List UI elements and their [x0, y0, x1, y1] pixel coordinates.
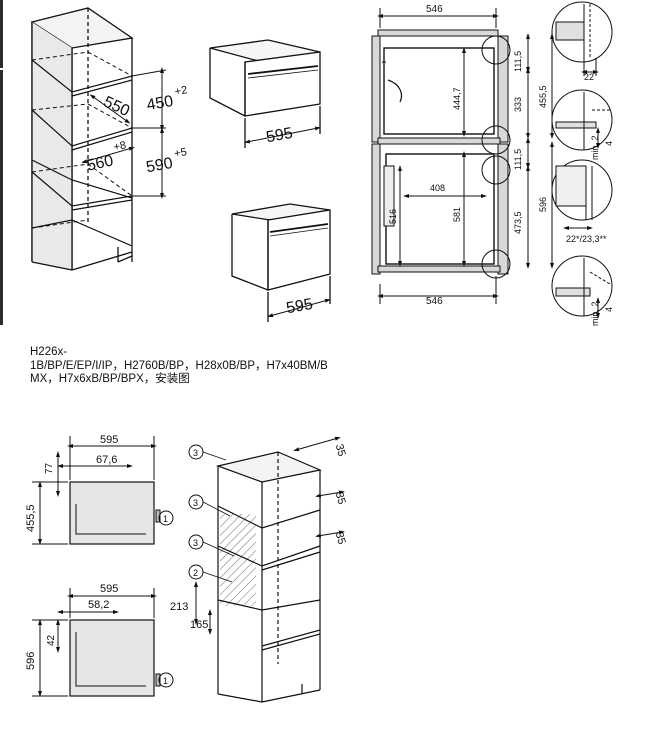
dim-550: 550 — [101, 93, 132, 120]
tol-450: +2 — [174, 84, 188, 98]
callout-3a: 3 — [193, 448, 198, 458]
callout-3b: 3 — [193, 498, 198, 508]
dim-560: 560 — [85, 152, 115, 174]
installation-caption: H226x- 1B/BP/E/EP/I/IP，H2760B/BP，H28x0B/… — [30, 346, 360, 387]
section-upper-side: 333 — [513, 97, 523, 112]
section-upper-gap: 111,5 — [513, 51, 523, 72]
dim-213: 213 — [170, 601, 188, 613]
section-lower-front: 473,5 — [513, 211, 523, 234]
front-lower-58: 58,2 — [88, 599, 109, 611]
caption-line-1: H226x- — [30, 346, 68, 358]
caption-line-3: MX，H7x6xB/BP/BPX，安装图 — [30, 373, 190, 385]
dim-35a: 35 — [333, 443, 348, 458]
oven-bottom-width: 595 — [285, 296, 314, 317]
detail-min2-a: min. 2 — [590, 135, 600, 160]
tol-560: +8 — [113, 139, 128, 153]
cabinet-ventilation — [188, 436, 345, 703]
section-lower-inner: 581 — [452, 207, 462, 222]
front-view-lower — [32, 588, 174, 697]
detail-22: 22 — [584, 72, 594, 82]
tol-590: +5 — [173, 146, 187, 160]
section-view — [371, 8, 554, 304]
callout-1-upper: 1 — [163, 514, 168, 524]
detail-min2-b: min. 2 — [590, 301, 600, 326]
detail-circles — [551, 1, 613, 319]
section-bottom-width: 546 — [426, 296, 443, 307]
dim-450: 450 — [145, 93, 174, 114]
dim-35c: 35 — [333, 531, 348, 546]
tall-cabinet-top — [30, 7, 134, 271]
callout-3c: 3 — [193, 538, 198, 548]
section-lower-opening: 596 — [538, 197, 548, 212]
left-edge-bar — [0, 0, 3, 68]
detail-4-a: 4 — [604, 141, 614, 146]
section-lower-side: 516 — [388, 209, 398, 224]
dim-165: 165 — [190, 619, 208, 631]
section-lower-depth: 408 — [430, 183, 445, 193]
front-upper-77: 77 — [44, 462, 55, 474]
oven-top-width: 595 — [265, 125, 294, 146]
front-lower-width: 595 — [100, 583, 118, 595]
section-top-width: 546 — [426, 4, 443, 15]
front-upper-height: 455,5 — [25, 504, 37, 532]
detail-4-b: 4 — [604, 307, 614, 312]
front-upper-67: 67,6 — [96, 454, 117, 466]
detail-22-23: 22*/23,3** — [566, 234, 607, 244]
front-view-upper — [32, 436, 174, 545]
compact-oven-top — [209, 39, 321, 148]
front-upper-width: 595 — [100, 434, 118, 446]
front-lower-height: 596 — [25, 652, 37, 670]
callout-2: 2 — [193, 568, 198, 578]
caption-line-2: 1B/BP/E/EP/I/IP，H2760B/BP，H28x0B/BP，H7x4… — [30, 359, 328, 372]
tall-cabinet-dimensions — [81, 67, 167, 199]
dim-35b: 35 — [333, 491, 348, 506]
front-lower-42: 42 — [46, 634, 57, 646]
dim-590: 590 — [145, 155, 174, 176]
callout-1-lower: 1 — [163, 676, 168, 686]
section-upper-inner: 444,7 — [452, 87, 462, 110]
left-edge-bar — [0, 70, 3, 325]
section-upper-opening: 455,5 — [538, 85, 548, 108]
section-mid-gap: 111,5 — [513, 149, 523, 170]
compact-oven-bottom — [231, 203, 331, 322]
